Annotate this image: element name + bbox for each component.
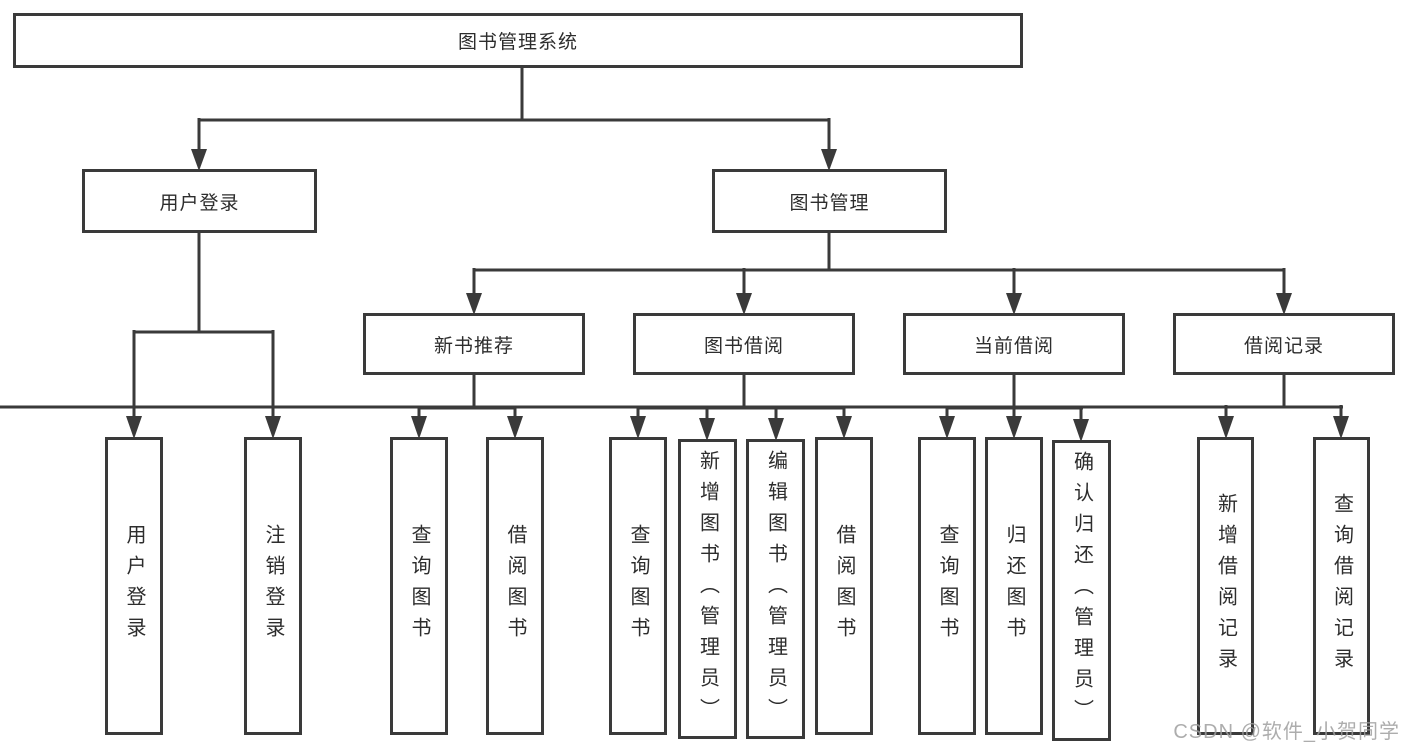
leaf-query-books-current: 查询图书 xyxy=(918,437,976,735)
leaf-label: 归还图书 xyxy=(1003,524,1025,648)
leaf-add-borrow-record: 新增借阅记录 xyxy=(1197,437,1254,735)
node-label: 新书推荐 xyxy=(433,335,514,357)
leaf-label: 编辑图书（管理员） xyxy=(764,449,787,729)
node-label: 图书管理系统 xyxy=(457,32,578,53)
watermark: CSDN @软件_小贺同学 xyxy=(1173,721,1400,743)
node-current-borrowing: 当前借阅 xyxy=(903,313,1125,375)
node-borrowing-records: 借阅记录 xyxy=(1173,313,1395,375)
leaf-user-login: 用户登录 xyxy=(105,437,163,735)
leaf-query-borrow-record: 查询借阅记录 xyxy=(1313,437,1370,735)
node-label: 图书管理 xyxy=(789,192,870,214)
leaf-edit-books-admin: 编辑图书（管理员） xyxy=(746,439,805,739)
leaf-label: 新增图书（管理员） xyxy=(696,449,719,729)
node-label: 当前借阅 xyxy=(973,335,1054,357)
leaf-logout: 注销登录 xyxy=(244,437,302,735)
leaf-label: 查询借阅记录 xyxy=(1330,493,1353,679)
node-book-borrowing: 图书借阅 xyxy=(633,313,855,375)
leaf-label: 注销登录 xyxy=(262,524,284,648)
leaf-query-books-recommend: 查询图书 xyxy=(390,437,448,735)
node-user-login: 用户登录 xyxy=(82,169,317,233)
leaf-label: 用户登录 xyxy=(123,524,145,648)
leaf-query-books-borrow: 查询图书 xyxy=(609,437,667,735)
node-label: 借阅记录 xyxy=(1243,335,1324,357)
leaf-borrow-books-recommend: 借阅图书 xyxy=(486,437,544,735)
node-library-management-system: 图书管理系统 xyxy=(13,13,1023,68)
leaf-label: 新增借阅记录 xyxy=(1214,493,1237,679)
leaf-label: 确认归还（管理员） xyxy=(1070,451,1093,730)
leaf-label: 查询图书 xyxy=(936,524,958,648)
leaf-label: 借阅图书 xyxy=(833,524,855,648)
node-label: 用户登录 xyxy=(159,192,240,214)
leaf-label: 查询图书 xyxy=(627,524,649,648)
leaf-add-books-admin: 新增图书（管理员） xyxy=(678,439,737,739)
leaf-confirm-return-admin: 确认归还（管理员） xyxy=(1052,440,1111,741)
node-book-management: 图书管理 xyxy=(712,169,947,233)
node-label: 图书借阅 xyxy=(703,335,784,357)
leaf-return-books: 归还图书 xyxy=(985,437,1043,735)
node-new-book-recommend: 新书推荐 xyxy=(363,313,585,375)
leaf-borrow-books: 借阅图书 xyxy=(815,437,873,735)
leaf-label: 借阅图书 xyxy=(504,524,526,648)
leaf-label: 查询图书 xyxy=(408,524,430,648)
